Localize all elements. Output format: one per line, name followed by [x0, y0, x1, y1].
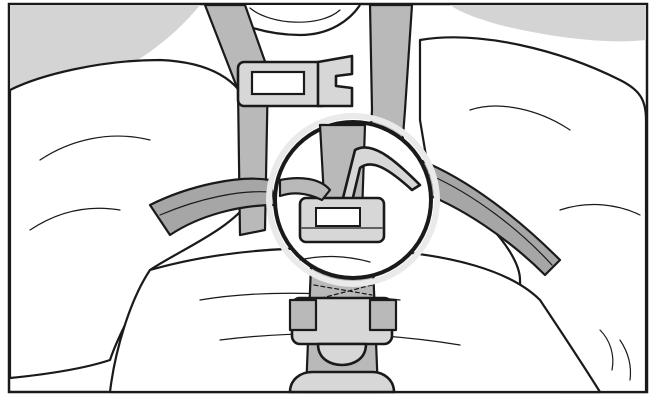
strap-loop-left [290, 300, 316, 330]
magnifier-circle [269, 116, 437, 284]
strap-loop-right [370, 300, 396, 330]
chest-clip [238, 56, 352, 106]
